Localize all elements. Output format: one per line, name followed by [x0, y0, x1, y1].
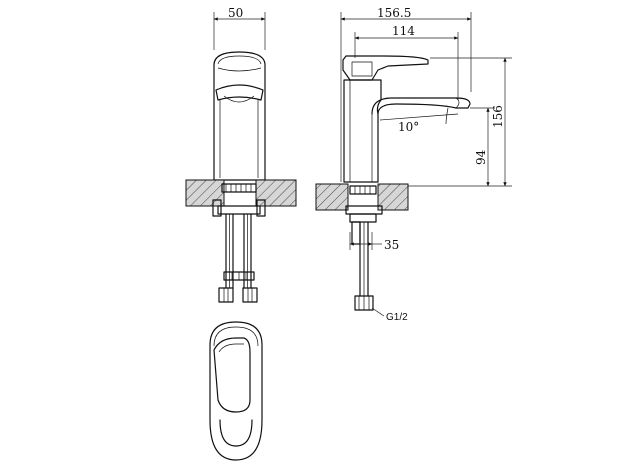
dimension-spout-height: 94 — [408, 107, 512, 187]
front-supply-hoses — [218, 213, 258, 303]
side-mounting-assembly — [345, 185, 383, 223]
dimension-total-height: 156 — [430, 57, 512, 187]
front-countertop — [185, 179, 297, 207]
lever-angle-label: 10° — [398, 120, 419, 134]
front-faucet-body — [213, 51, 266, 181]
dimension-side-depth: 156.5 — [340, 6, 472, 182]
side-supply-hose — [351, 221, 374, 311]
front-view: 50 — [185, 6, 297, 303]
spout-reach-label: 114 — [392, 24, 415, 38]
side-faucet-body — [342, 55, 471, 183]
thread-annotation: G1/2 — [371, 307, 408, 323]
dimension-hose-offset: 35 — [349, 232, 399, 252]
top-view — [209, 321, 263, 461]
side-depth-label: 156.5 — [377, 6, 411, 20]
dimension-front-width: 50 — [213, 6, 266, 50]
front-width-label: 50 — [228, 6, 243, 20]
front-mounting-assembly — [212, 183, 266, 217]
side-view: 156.5 114 10° — [315, 6, 512, 323]
side-countertop — [315, 183, 409, 211]
dimension-spout-reach: 114 — [354, 24, 459, 100]
total-height-label: 156 — [491, 105, 505, 128]
hose-offset-label: 35 — [384, 238, 399, 252]
lever-angle-annotation: 10° — [379, 107, 459, 134]
thread-label: G1/2 — [386, 312, 408, 323]
spout-height-label: 94 — [474, 149, 488, 165]
